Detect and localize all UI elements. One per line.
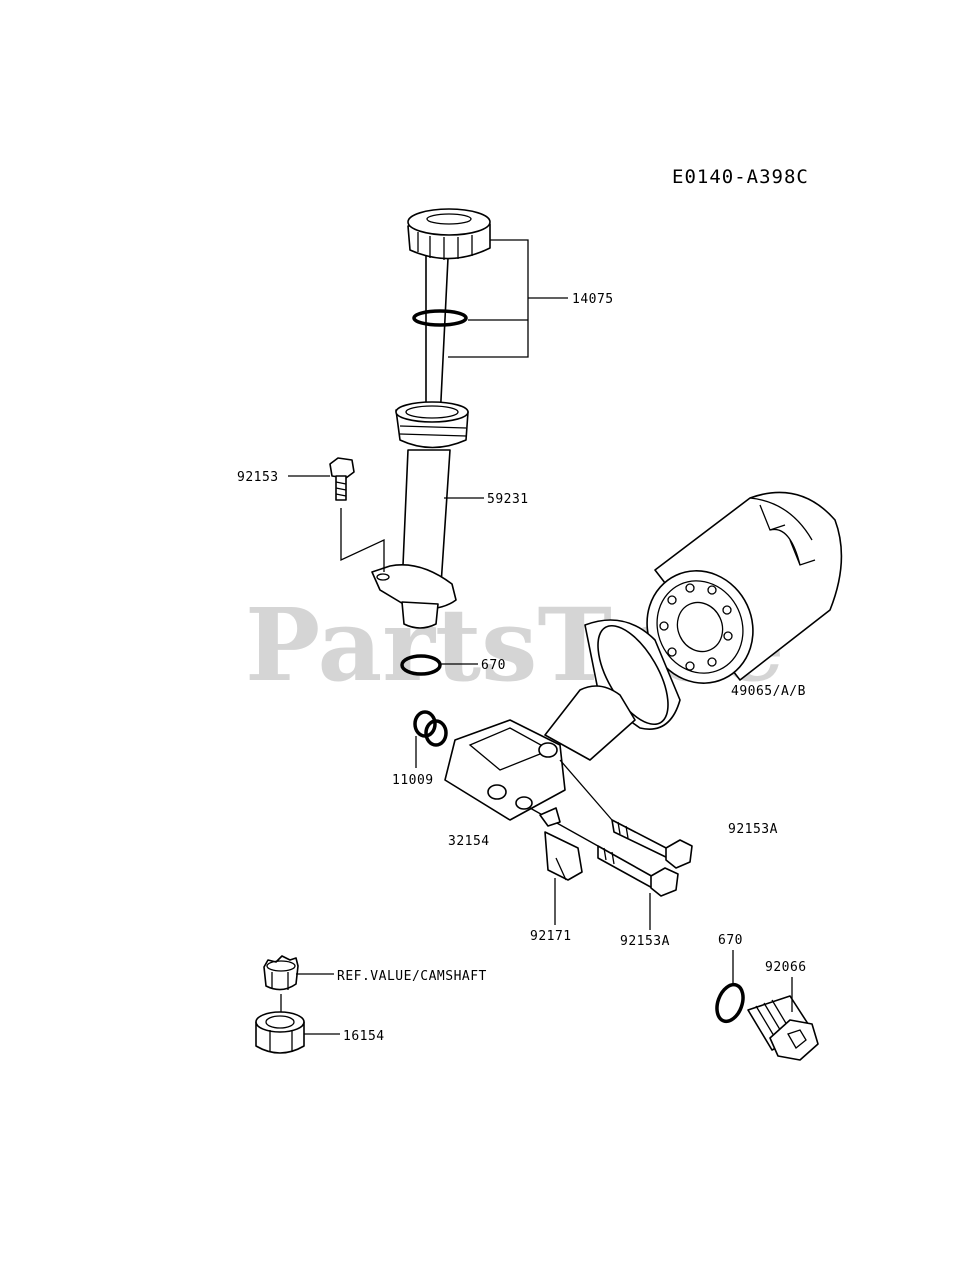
label-59231: 59231 [487,492,529,507]
label-11009: 11009 [392,773,434,788]
label-ref-value-camshaft: REF.VALUE/CAMSHAFT [337,969,487,984]
o-ring-plug[interactable] [712,981,748,1025]
oil-filler-cap-dipstick[interactable] [407,208,491,421]
diagram-code: E0140-A398C [672,166,809,188]
label-32154: 32154 [448,834,490,849]
label-92153A-lower: 92153A [620,934,670,949]
oil-pump-rotor-ref[interactable] [263,955,299,991]
oil-filter[interactable] [629,491,843,700]
label-670-plug: 670 [718,933,743,948]
filler-pipe[interactable] [371,401,469,629]
label-670-pipe: 670 [481,658,506,673]
label-92066: 92066 [765,960,807,975]
o-ring-pipe[interactable] [400,654,442,676]
drain-plug[interactable] [747,995,819,1061]
label-16154: 16154 [343,1029,385,1044]
bolt-a-upper[interactable] [611,819,693,869]
label-92171: 92171 [530,929,572,944]
clamp[interactable] [539,807,583,881]
label-92153A-upper: 92153A [728,822,778,837]
o-rings-small[interactable] [413,710,448,747]
bolt-top[interactable] [329,457,355,501]
bolt-a-lower[interactable] [597,845,679,897]
label-14075: 14075 [572,292,614,307]
dipstick-o-ring [412,309,468,327]
label-49065: 49065/A/B [731,684,806,699]
outer-rotor[interactable] [255,1011,305,1054]
label-92153: 92153 [237,470,279,485]
filter-bracket[interactable] [444,615,682,821]
